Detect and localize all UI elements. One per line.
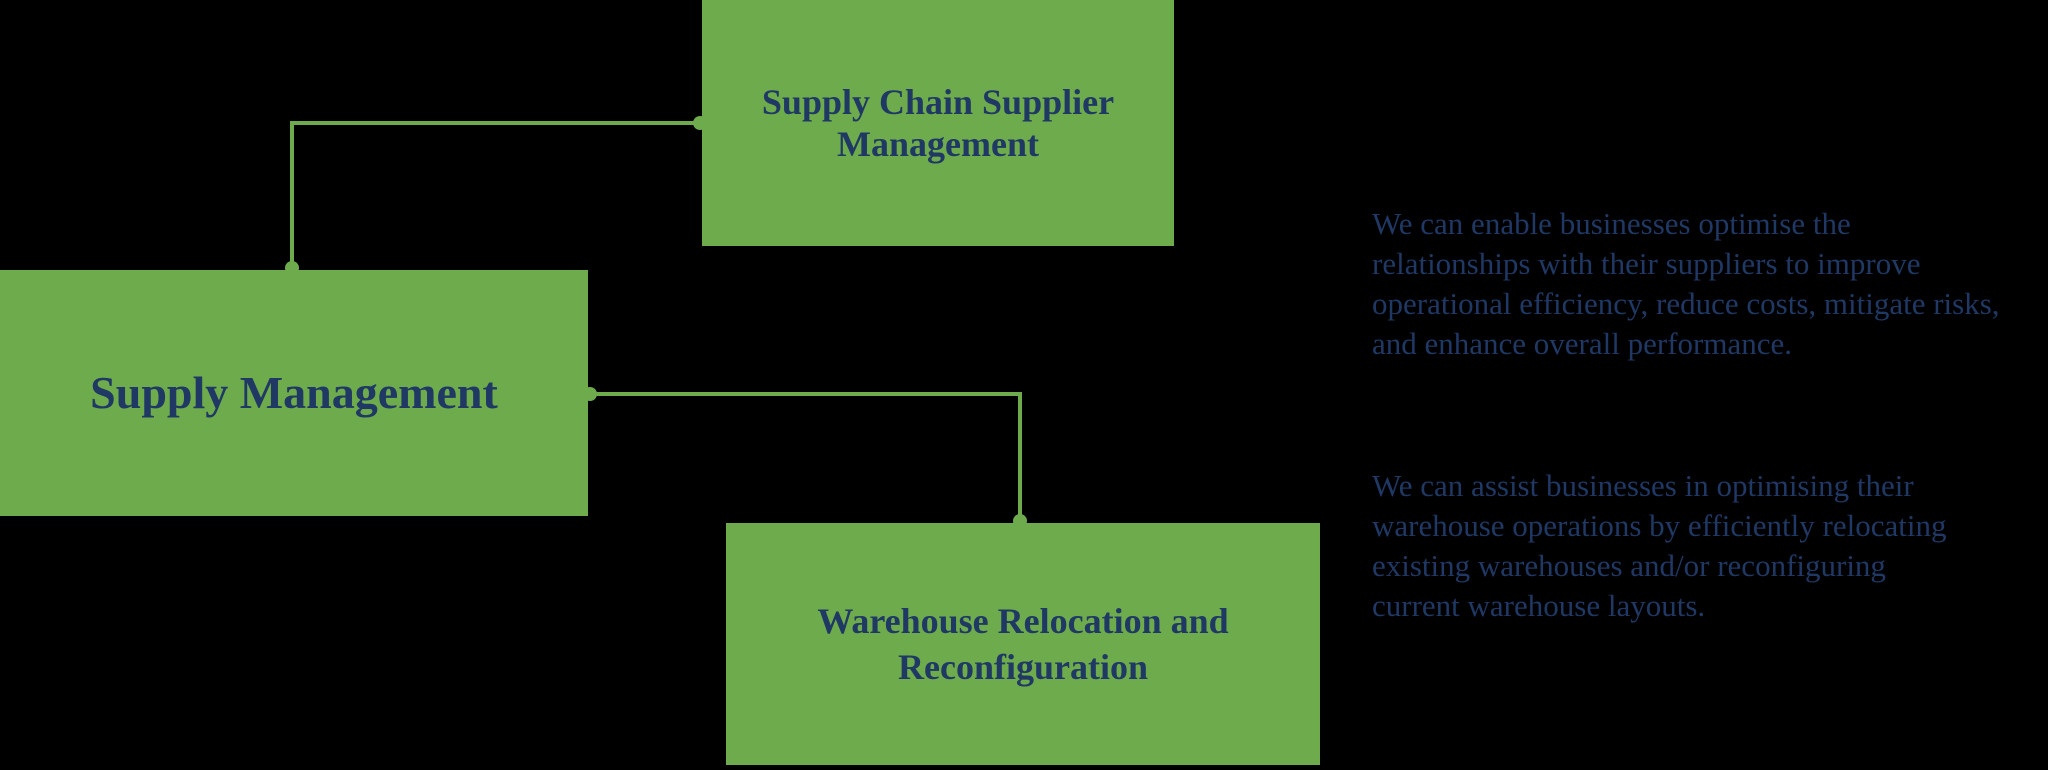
- node-label: Supply Management: [90, 367, 498, 418]
- node-label: Warehouse Relocation and Reconfiguration: [817, 601, 1229, 687]
- node-supply-management[interactable]: Supply Management: [0, 270, 588, 516]
- connector-supply-management-to-supplier-management: [290, 121, 702, 268]
- description-supplier-management: We can enable businesses optimise the re…: [1372, 206, 2000, 361]
- description-warehouse-relocation: We can assist businesses in optimising t…: [1372, 468, 1947, 623]
- node-label: Supply Chain Supplier Management: [761, 82, 1115, 164]
- node-supply-chain-supplier-management[interactable]: Supply Chain Supplier Management: [702, 0, 1174, 246]
- connector-supply-management-to-warehouse-relocation: [588, 392, 1022, 521]
- node-warehouse-relocation-and-reconfiguration[interactable]: Warehouse Relocation and Reconfiguration: [726, 523, 1320, 765]
